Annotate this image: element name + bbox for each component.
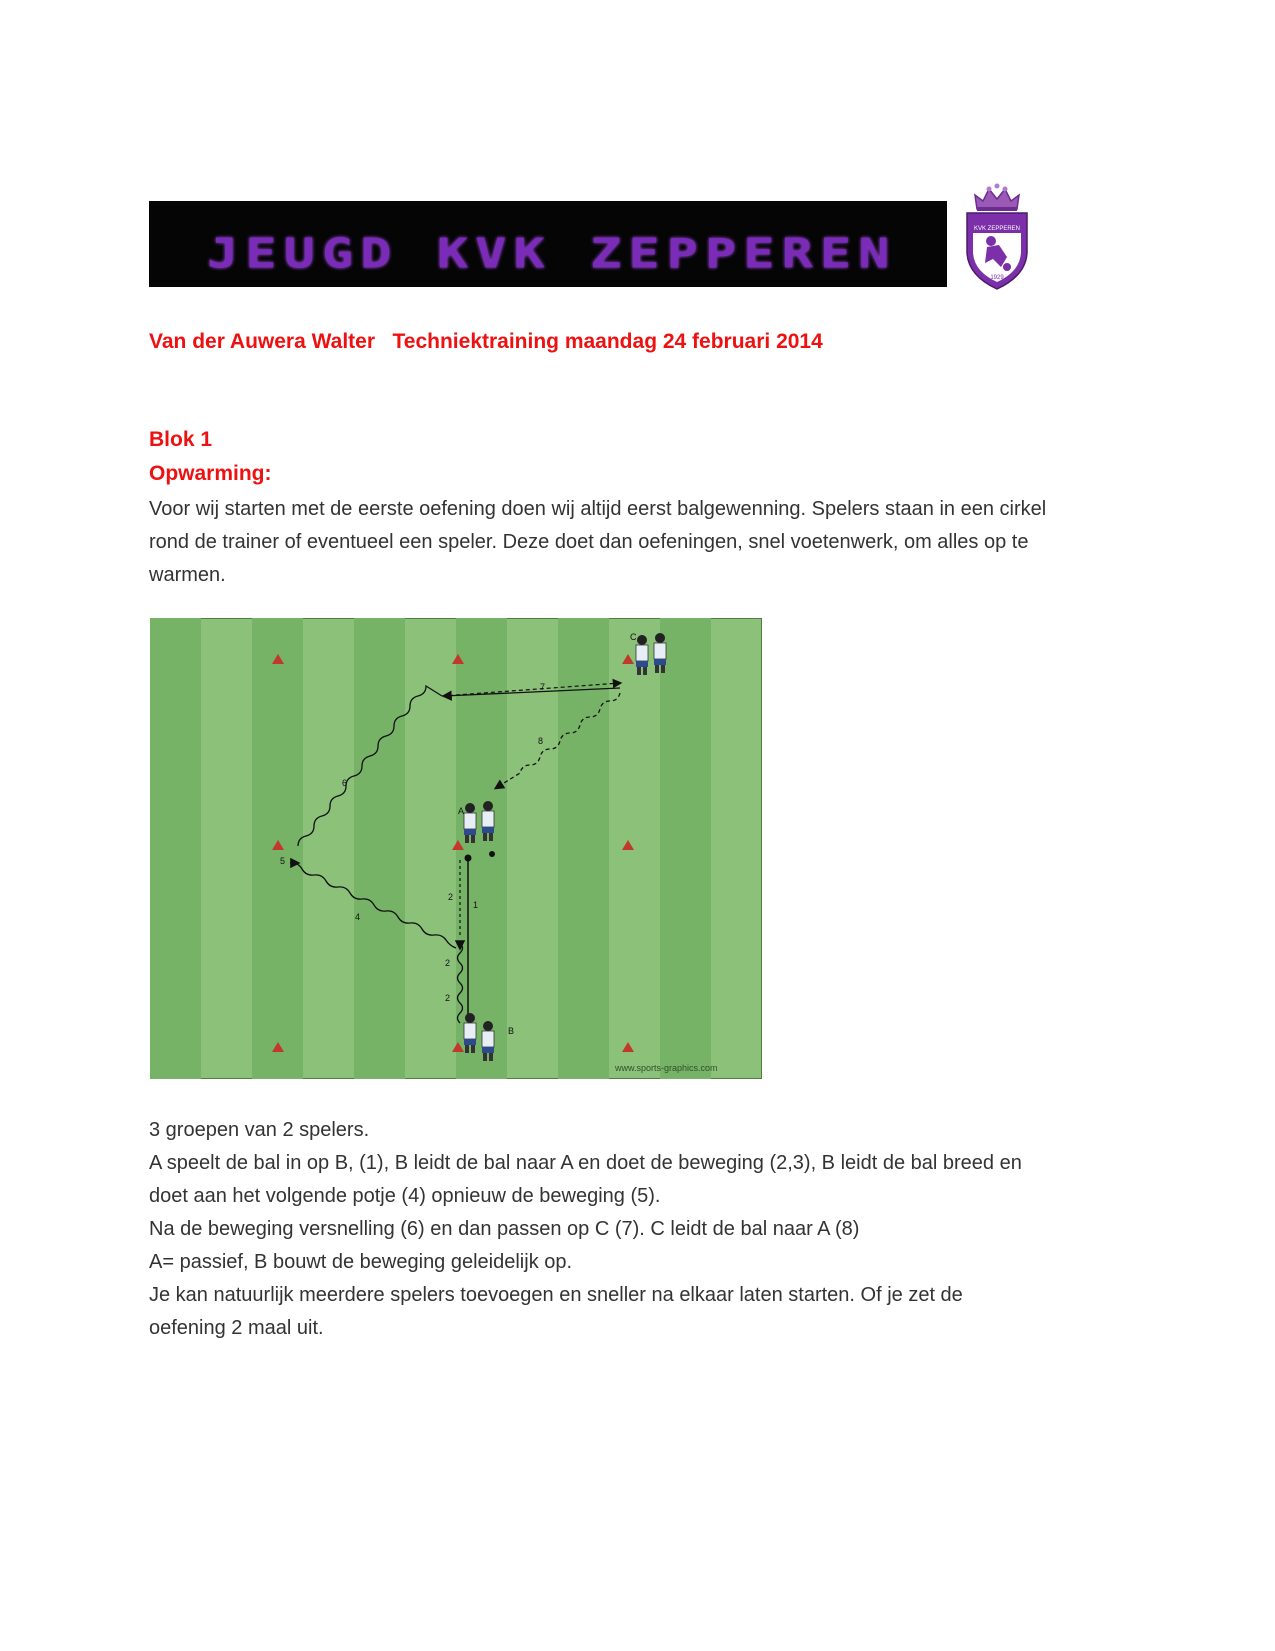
label-b: B xyxy=(508,1026,514,1036)
intro-line: rond de trainer of eventueel een speler.… xyxy=(149,531,1029,553)
label-2: 2 xyxy=(448,892,453,902)
page-title: Van der Auwera Walter Techniektraining m… xyxy=(149,330,823,353)
cone xyxy=(272,654,284,664)
cone xyxy=(452,1042,464,1052)
cone xyxy=(272,1042,284,1052)
label-1: 1 xyxy=(473,900,478,910)
pass-line-7-dashed xyxy=(441,678,623,697)
club-crest-icon: KVK ZEPPEREN 1929 xyxy=(966,183,1028,290)
warmup-heading: Opwarming: xyxy=(149,462,272,485)
label-6: 6 xyxy=(342,778,347,788)
exercise-diagram: 1 2 2 2 5 4 6 7 8 A B C www.sports-graph… xyxy=(150,618,762,1079)
player-group-a xyxy=(463,801,495,843)
label-a: A xyxy=(458,806,464,816)
label-7: 7 xyxy=(540,682,545,692)
player-group-c xyxy=(635,633,667,675)
label-5: 5 xyxy=(280,856,285,866)
instruction-line: A= passief, B bouwt de beweging geleidel… xyxy=(149,1251,573,1273)
crest-label: KVK ZEPPEREN xyxy=(974,226,1020,232)
intro-line: warmen. xyxy=(149,564,226,586)
instruction-line: A speelt de bal in op B, (1), B leidt de… xyxy=(149,1152,1022,1174)
dribble-line-6 xyxy=(297,684,443,847)
ball xyxy=(464,854,472,862)
instruction-line: Je kan natuurlijk meerdere spelers toevo… xyxy=(149,1284,963,1306)
label-4: 4 xyxy=(355,912,360,922)
watermark: www.sports-graphics.com xyxy=(614,1063,718,1073)
crown-icon xyxy=(974,183,1020,211)
cone xyxy=(272,840,284,850)
instruction-line: oefening 2 maal uit. xyxy=(149,1317,324,1339)
header-banner: JEUGD KVK ZEPPEREN xyxy=(149,201,947,287)
cone xyxy=(452,840,464,850)
cone xyxy=(452,654,464,664)
dribble-line-4 xyxy=(289,857,457,949)
instruction-line: Na de beweging versnelling (6) en dan pa… xyxy=(149,1218,860,1240)
instruction-line: doet aan het volgende potje (4) opnieuw … xyxy=(149,1185,661,1207)
crest-year: 1929 xyxy=(990,275,1004,281)
intro-paragraph: Voor wij starten met de eerste oefening … xyxy=(149,493,1129,592)
instruction-line: 3 groepen van 2 spelers. xyxy=(149,1119,370,1141)
ball xyxy=(489,851,495,857)
cone xyxy=(622,654,634,664)
dribble-line-2 xyxy=(454,940,466,1024)
label-8: 8 xyxy=(538,736,543,746)
cone xyxy=(622,1042,634,1052)
label-c: C xyxy=(630,632,637,642)
cone xyxy=(622,840,634,850)
run-line-8 xyxy=(493,692,621,790)
label-2: 2 xyxy=(445,993,450,1003)
instructions: 3 groepen van 2 spelers. A speelt de bal… xyxy=(149,1114,1129,1345)
intro-line: Voor wij starten met de eerste oefening … xyxy=(149,498,1047,520)
label-2: 2 xyxy=(445,958,450,968)
player-group-b xyxy=(463,1013,495,1061)
pass-line-7 xyxy=(441,687,621,701)
block-heading: Blok 1 xyxy=(149,428,213,451)
cones xyxy=(272,654,634,1052)
banner-title: JEUGD KVK ZEPPEREN xyxy=(207,231,897,278)
